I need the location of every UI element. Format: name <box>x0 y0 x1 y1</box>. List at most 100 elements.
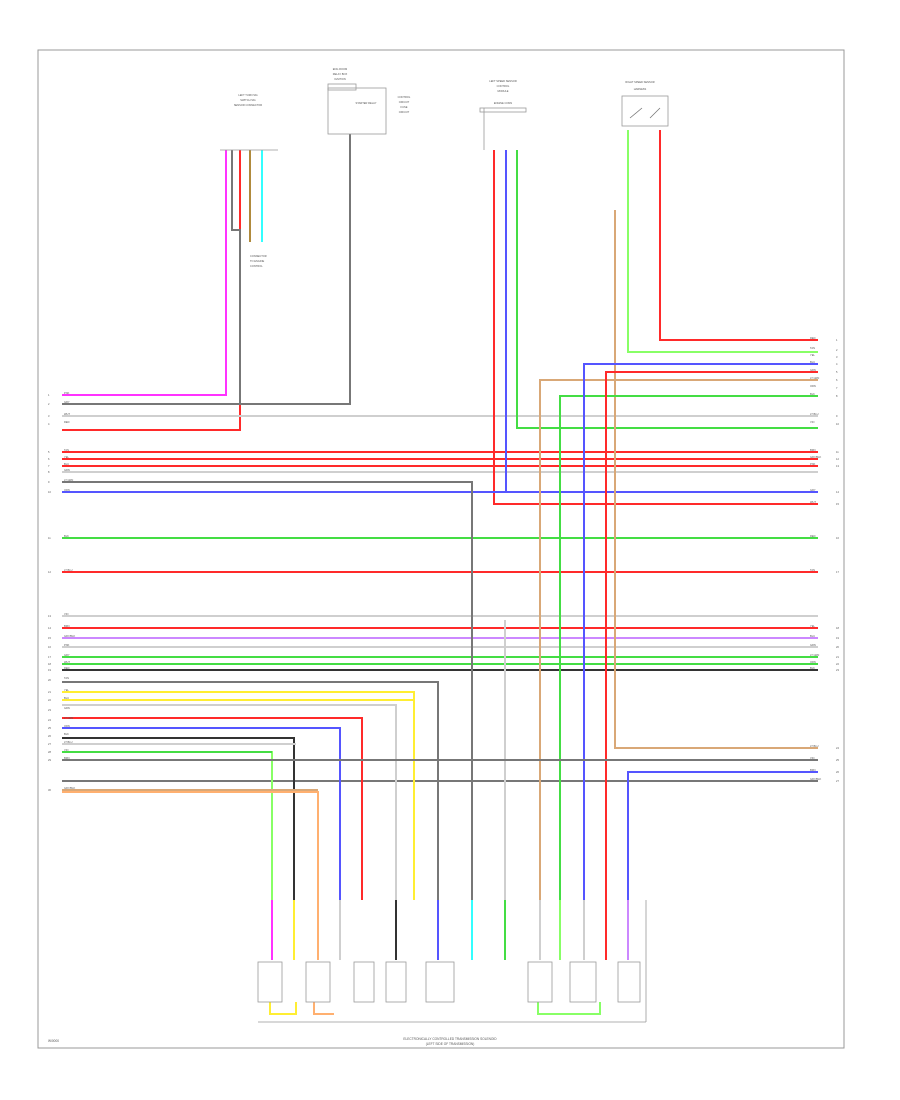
left-code-27: LT BLU <box>64 740 73 744</box>
left-pin-16: 16 <box>48 645 51 649</box>
left-code-10: ORN <box>64 488 70 492</box>
right-pin-4: 4 <box>836 362 838 366</box>
left-pin-28: 28 <box>48 750 51 754</box>
right-code-7: ORN <box>810 384 816 388</box>
wire-rsensor-grn <box>627 130 818 353</box>
right-code-14: GRY <box>810 488 816 492</box>
left-code-1: PNK <box>64 391 70 395</box>
right-code-27: GRY/BLK <box>810 777 821 781</box>
left-code-24: LT GRN <box>64 716 73 720</box>
wire-bus-yel <box>269 1002 297 1015</box>
left-pin-14: 14 <box>48 626 51 630</box>
left-pin-9: 9 <box>48 480 50 484</box>
left-code-30: GRY/BLK <box>64 786 75 790</box>
left-pin-13: 13 <box>48 614 51 618</box>
right-pin-26: 26 <box>836 770 839 774</box>
wire-drop-1 <box>62 751 273 900</box>
left-pin-5: 5 <box>48 450 50 454</box>
left-code-17: GRY <box>64 653 70 657</box>
wire-sensor-grn <box>516 150 818 429</box>
right-pin-12: 12 <box>836 457 839 461</box>
left-pin-21: 21 <box>48 690 51 694</box>
right-pin-11: 11 <box>836 450 839 454</box>
left-pin-25: 25 <box>48 726 51 730</box>
right-sensor-label-1: RIGHT SPEED SENSOR <box>625 80 654 84</box>
wire-left-red <box>62 150 241 431</box>
right-pin-9: 9 <box>836 414 838 418</box>
right-speed-sensor: RIGHT SPEED SENSOR HARNESS <box>621 80 669 127</box>
relay-side-label-3: FUSE <box>401 105 408 109</box>
relay-label-2: RELAY BOX <box>333 72 348 76</box>
right-pin-3: 3 <box>836 355 838 359</box>
wire-drop-4 <box>62 727 341 900</box>
right-code-10: VIO <box>810 420 814 424</box>
wire-sensor-blu <box>62 150 507 493</box>
wire-rsensor-red <box>659 130 818 341</box>
right-code-15: WHT <box>810 500 816 504</box>
right-pin-17: 17 <box>836 570 839 574</box>
right-pin-19: 19 <box>836 636 839 640</box>
solenoid-6 <box>527 961 553 1003</box>
right-pin-24: 24 <box>836 746 839 750</box>
left-code-15: GRY/BLK <box>64 634 75 638</box>
right-code-20: GRN <box>810 643 816 647</box>
relay-side-label-1: CONTROL <box>398 95 411 99</box>
left-code-29: BRN <box>64 756 70 760</box>
right-pin-22: 22 <box>836 662 839 666</box>
wire-left-pnk <box>62 150 227 396</box>
center-sensor-label-4: ENGINE CONN <box>494 101 512 105</box>
wire-layer <box>62 130 818 1015</box>
center-sensor-label-1: LEFT SPEED SENSOR <box>489 79 517 83</box>
splice-note-1: CONNECTOR <box>250 254 267 258</box>
left-code-2: GRY <box>64 400 70 404</box>
right-pin-21: 21 <box>836 655 839 659</box>
left-pin-6: 6 <box>48 457 50 461</box>
left-code-16: PNK <box>64 643 70 647</box>
left-code-23: GRN <box>64 706 70 710</box>
corner-code: W/0000 <box>48 1039 59 1043</box>
left-pin-29: 29 <box>48 758 51 762</box>
right-pin-23: 23 <box>836 668 839 672</box>
left-pin-20: 20 <box>48 678 51 682</box>
right-code-23: BLK <box>810 666 815 670</box>
right-code-9: LT BLU <box>810 412 819 416</box>
right-code-2: TAN <box>810 346 815 350</box>
right-pin-5: 5 <box>836 370 838 374</box>
left-code-21: YEL <box>64 688 69 692</box>
solenoid-block <box>257 900 641 1003</box>
right-pin-18: 18 <box>836 626 839 630</box>
right-code-22: ORN <box>810 660 816 664</box>
splice-note: CONNECTOR TO ENGINE CONTROL <box>250 254 267 268</box>
splice-note-3: CONTROL <box>250 264 263 268</box>
right-pin-15: 15 <box>836 502 839 506</box>
left-pin-19: 19 <box>48 668 51 672</box>
left-pin-12: 12 <box>48 570 51 574</box>
relay-inner-label: STARTER RELAY <box>356 101 377 105</box>
left-pin-15: 15 <box>48 636 51 640</box>
right-pin-1: 1 <box>836 338 838 342</box>
right-code-5: GRN <box>810 368 816 372</box>
right-code-25: VIO <box>810 756 814 760</box>
left-sensor-connector: LEFT TURN SIG SWITCH SIG SENSOR CONNECTO… <box>220 93 278 151</box>
solenoid-4 <box>385 961 407 1003</box>
solenoid-1 <box>257 961 283 1003</box>
right-code-6: LT GRN <box>810 376 819 380</box>
left-code-4: RED <box>64 420 70 424</box>
right-code-13: PNK <box>810 462 816 466</box>
left-code-8: GRN <box>64 468 70 472</box>
right-code-17: TAN <box>810 568 815 572</box>
left-code-28: VIO <box>64 748 68 752</box>
left-code-6: YEL <box>64 455 69 459</box>
left-code-19: RED <box>64 666 70 670</box>
label-layer: 1234567891011121314151617181920212223242… <box>48 336 839 792</box>
left-pin-8: 8 <box>48 470 50 474</box>
wire-drop-15 <box>627 771 818 900</box>
left-code-7: BLU <box>64 462 69 466</box>
relay-side-label-4: CIRCUIT <box>399 110 410 114</box>
left-pin-10: 10 <box>48 490 51 494</box>
right-code-21: LT GRN <box>810 653 819 657</box>
left-code-11: BLK <box>64 534 69 538</box>
left-pin-22: 22 <box>48 698 51 702</box>
right-code-26: BRN <box>810 768 816 772</box>
